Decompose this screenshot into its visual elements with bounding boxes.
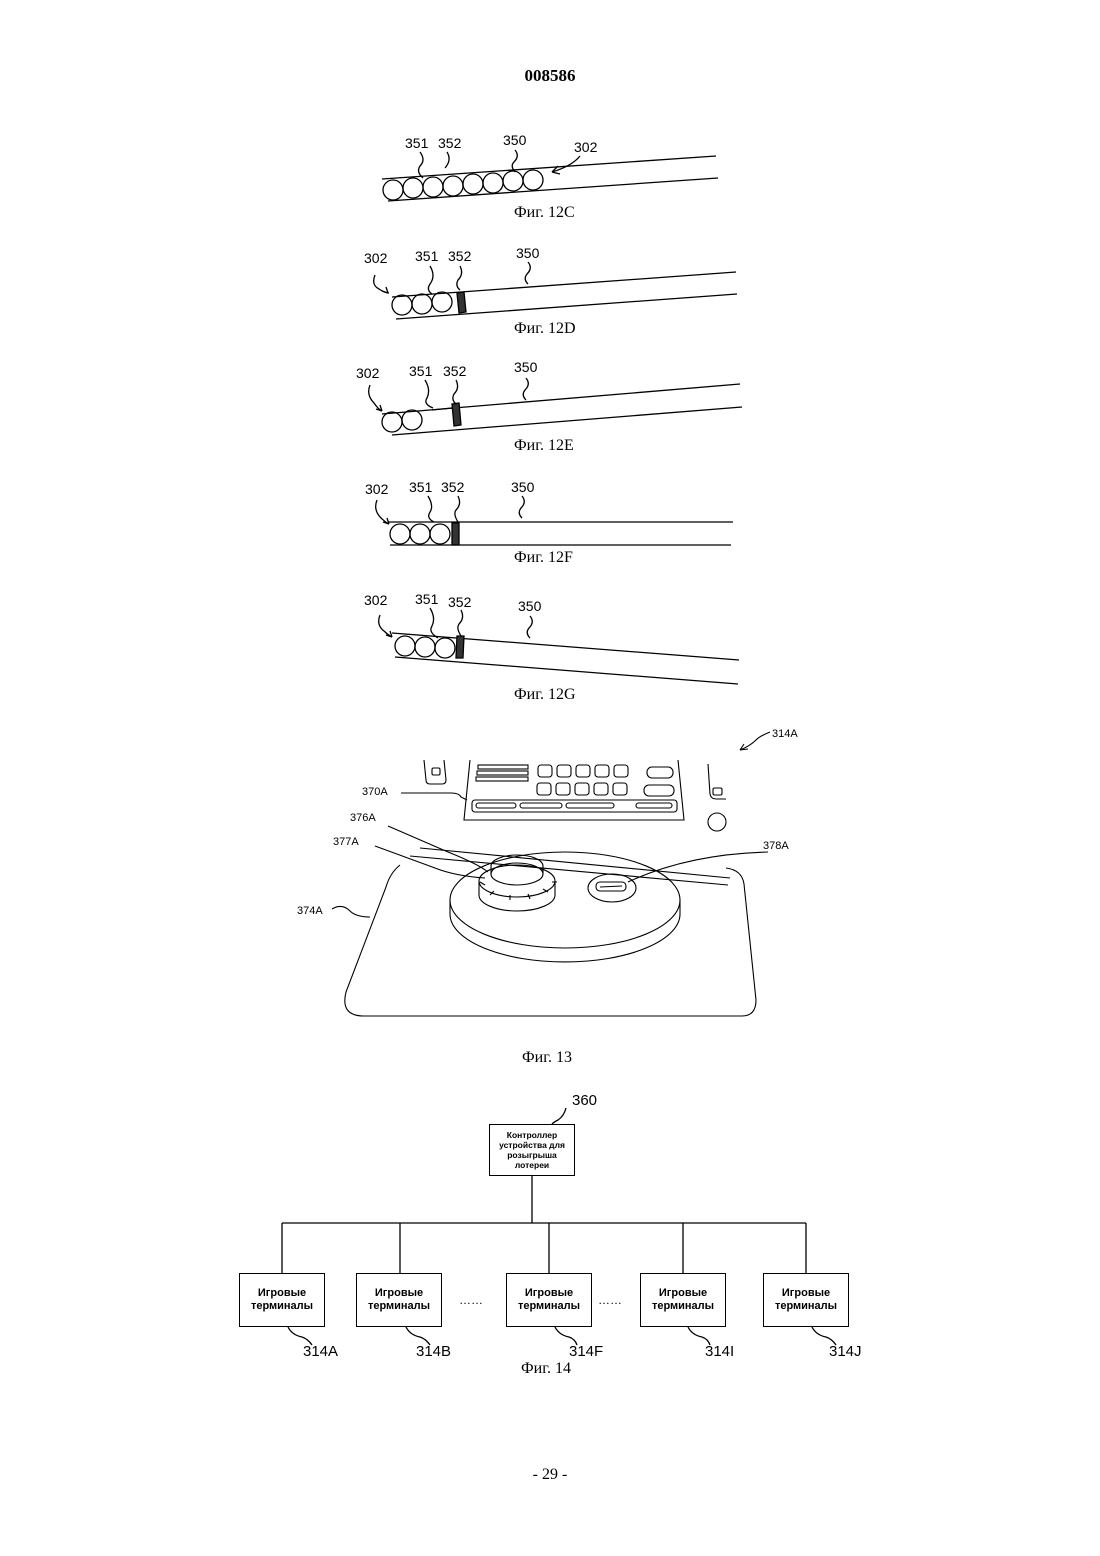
fig12f-label-351: 351 [409, 479, 433, 495]
fig12g-label-350: 350 [518, 598, 542, 614]
fig12d-drawing [374, 262, 737, 319]
fig14-ref-314f: 314F [569, 1343, 603, 1360]
fig14-ref-314j: 314J [829, 1343, 862, 1360]
fig12e-label-350: 350 [514, 359, 538, 375]
fig12d-label-302: 302 [364, 250, 388, 266]
fig14-ref-314i: 314I [705, 1343, 734, 1360]
fig12d-label-350: 350 [516, 245, 540, 261]
page-number: - 29 - [0, 1466, 1100, 1484]
fig13-label-370a: 370A [362, 786, 388, 798]
fig12e-drawing [369, 378, 742, 435]
fig12c-caption: Фиг. 12C [514, 204, 575, 222]
fig12f-label-302: 302 [365, 481, 389, 497]
fig14-terminal-box-314i: Игровые терминалы [640, 1273, 726, 1327]
fig13-label-374a: 374A [297, 905, 323, 917]
fig12c-drawing [382, 150, 718, 201]
fig12e-label-351: 351 [409, 363, 433, 379]
fig12g-label-302: 302 [364, 592, 388, 608]
fig12f-caption: Фиг. 12F [514, 549, 573, 567]
fig13-label-376a: 376A [350, 812, 376, 824]
fig14-controller-box: Контроллер устройства для розыгрыша лоте… [489, 1124, 575, 1176]
fig14-ellipsis-2: …… [598, 1293, 622, 1307]
fig14-ref-314a: 314A [303, 1343, 338, 1360]
fig12d-label-351: 351 [415, 248, 439, 264]
fig12d-label-352: 352 [448, 248, 472, 264]
fig12g-drawing [379, 608, 739, 684]
fig13-label-377a: 377A [333, 836, 359, 848]
fig12g-label-352: 352 [448, 594, 472, 610]
fig13-caption: Фиг. 13 [522, 1049, 572, 1067]
fig12e-label-302: 302 [356, 365, 380, 381]
fig12c-label-350: 350 [503, 132, 527, 148]
fig12f-label-350: 350 [511, 479, 535, 495]
fig12c-label-351: 351 [405, 135, 429, 151]
fig14-ref-360: 360 [572, 1092, 597, 1109]
fig12c-label-302: 302 [574, 139, 598, 155]
fig12e-label-352: 352 [443, 363, 467, 379]
fig13-drawing [332, 732, 770, 1016]
fig12d-caption: Фиг. 12D [514, 320, 576, 338]
fig13-label-314a: 314A [772, 728, 798, 740]
fig14-terminal-box-314b: Игровые терминалы [356, 1273, 442, 1327]
fig14-ref-314b: 314B [416, 1343, 451, 1360]
fig12f-drawing [376, 496, 733, 545]
fig12g-label-351: 351 [415, 591, 439, 607]
fig12e-caption: Фиг. 12E [514, 437, 574, 455]
fig14-terminal-box-314a: Игровые терминалы [239, 1273, 325, 1327]
fig12f-label-352: 352 [441, 479, 465, 495]
fig14-caption: Фиг. 14 [521, 1360, 571, 1378]
fig14-terminal-box-314j: Игровые терминалы [763, 1273, 849, 1327]
fig12g-caption: Фиг. 12G [514, 686, 576, 704]
fig14-terminal-box-314f: Игровые терминалы [506, 1273, 592, 1327]
fig12c-label-352: 352 [438, 135, 462, 151]
fig13-label-378a: 378A [763, 840, 789, 852]
fig14-ellipsis-1: …… [459, 1293, 483, 1307]
